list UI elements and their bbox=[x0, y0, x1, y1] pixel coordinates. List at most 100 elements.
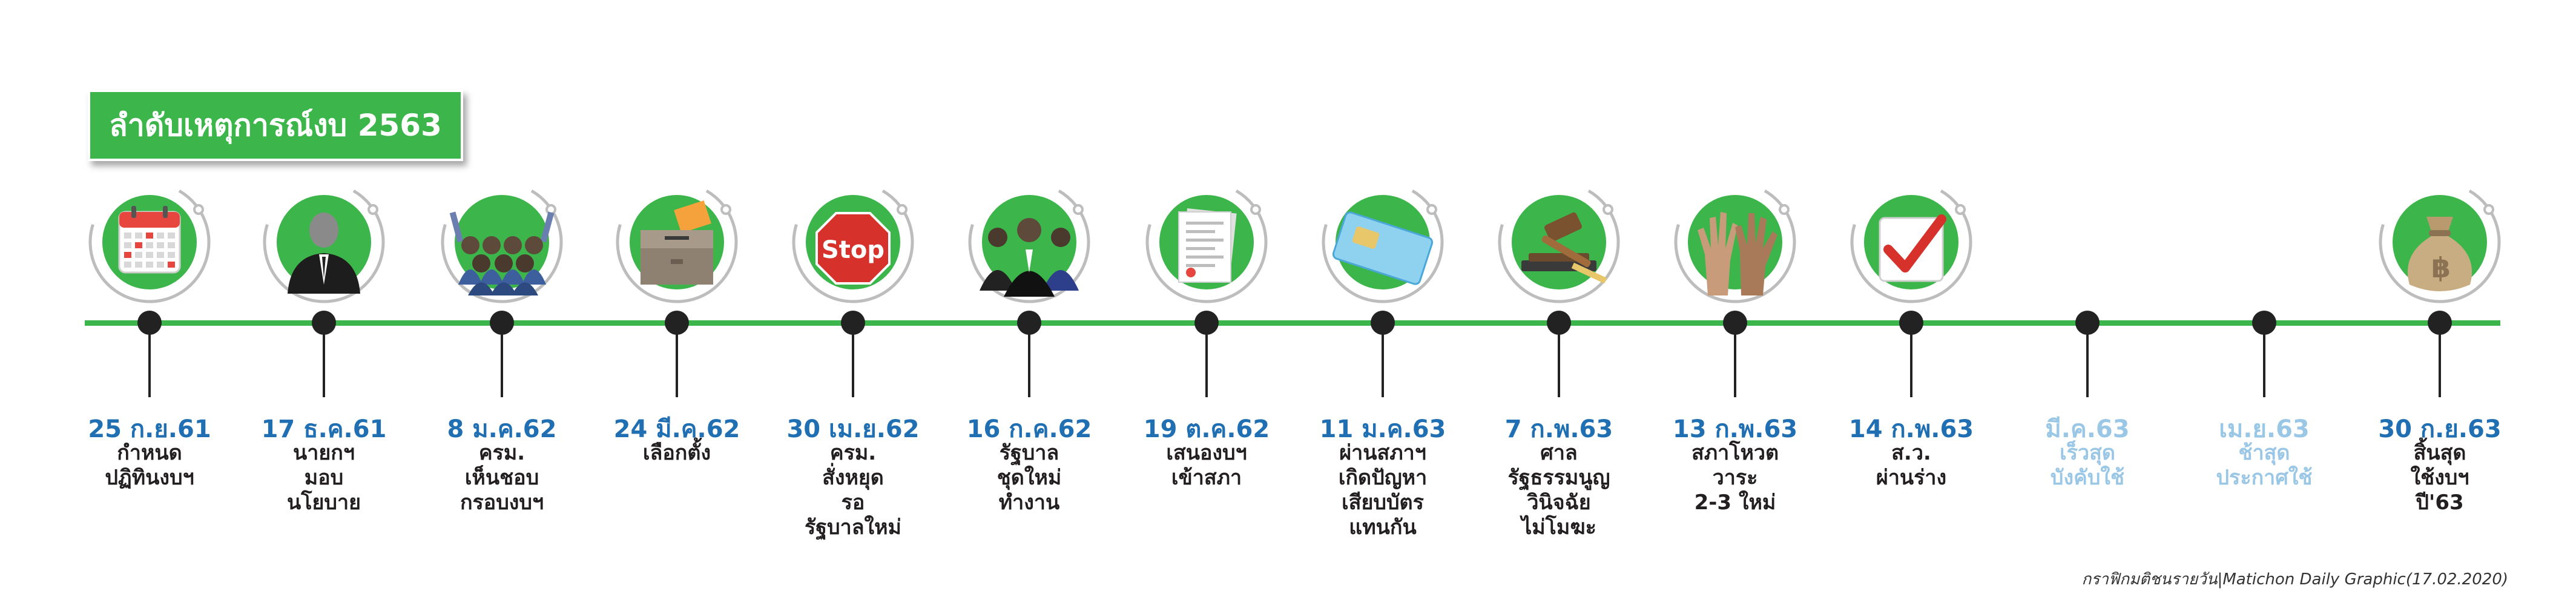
event-description: เลือกตั้ง bbox=[586, 441, 768, 466]
timeline-dot bbox=[1194, 311, 1219, 335]
event-icon-badge bbox=[1492, 176, 1626, 309]
event-description-line: แทนกัน bbox=[1349, 515, 1417, 540]
event-description-line: 2-3 ใหม่ bbox=[1694, 490, 1776, 515]
timeline-stem bbox=[2263, 334, 2265, 397]
event-date: 30 ก.ย.63 bbox=[2378, 415, 2502, 443]
event-ring bbox=[2379, 181, 2501, 303]
event-description-line: บังคับใช้ bbox=[2050, 466, 2125, 490]
event-description: ครม.สั่งหยุดรอรัฐบาลใหม่ bbox=[762, 441, 944, 540]
document-icon bbox=[1178, 208, 1237, 283]
stop-sign-text: Stop bbox=[822, 236, 884, 264]
timeline-stem bbox=[852, 334, 854, 397]
event-description-line: ครม. bbox=[829, 441, 877, 465]
event-date: 19 ต.ค.62 bbox=[1143, 415, 1270, 443]
event-date: 30 เม.ย.62 bbox=[786, 415, 920, 443]
event-description: เสนองบฯเข้าสภา bbox=[1116, 441, 1297, 490]
event-description-line: เร็วสุด bbox=[2060, 441, 2115, 465]
event-icon-badge bbox=[1316, 176, 1449, 309]
event-description: ผ่านสภาฯเกิดปัญหาเสียบบัตรแทนกัน bbox=[1292, 441, 1474, 540]
timeline-dot bbox=[137, 311, 162, 335]
event-ring bbox=[616, 181, 738, 303]
timeline-dot bbox=[2075, 311, 2100, 335]
event-description-line: วินิจฉัย bbox=[1527, 490, 1591, 515]
timeline-stem bbox=[2439, 334, 2441, 397]
timeline-stem bbox=[1382, 334, 1384, 397]
event-description-line: กำหนด bbox=[117, 441, 182, 465]
timeline-stem bbox=[148, 334, 151, 397]
event-ring bbox=[88, 181, 211, 303]
event-description-line: มอบ bbox=[304, 466, 344, 490]
timeline-dot bbox=[1017, 311, 1041, 335]
event-date: 8 ม.ค.62 bbox=[447, 415, 557, 443]
calendar-icon bbox=[118, 206, 181, 274]
event-ring bbox=[1674, 181, 1796, 303]
event-description-line: ผ่านสภาฯ bbox=[1339, 441, 1426, 465]
prime-minister-icon bbox=[288, 213, 360, 294]
event-date: 11 ม.ค.63 bbox=[1319, 415, 1446, 443]
gavel-icon bbox=[1521, 212, 1607, 284]
event-description-line: รัฐธรรมนูญ bbox=[1507, 466, 1610, 490]
event-description-line: ปี'63 bbox=[2416, 490, 2464, 515]
event-ring bbox=[1322, 181, 1444, 303]
event-date: เม.ย.63 bbox=[2219, 415, 2310, 443]
event-description-line: เห็นชอบ bbox=[464, 466, 539, 490]
timeline-dot bbox=[312, 311, 336, 335]
event-date: 16 ก.ค.62 bbox=[966, 415, 1092, 443]
event-icon-badge bbox=[963, 176, 1096, 309]
stop-sign-icon: Stop bbox=[815, 212, 891, 285]
event-description-line: กรอบงบฯ bbox=[460, 490, 544, 515]
timeline-dot bbox=[841, 311, 865, 335]
baht-symbol: ฿ bbox=[2431, 251, 2451, 284]
event-description-line: ผ่านร่าง bbox=[1876, 466, 1947, 490]
timeline-line bbox=[85, 320, 2500, 326]
raised-hands-icon bbox=[1698, 212, 1777, 295]
event-description: ครม.เห็นชอบกรอบงบฯ bbox=[411, 441, 593, 515]
event-icon-badge bbox=[610, 176, 743, 309]
event-description-line: เสียบบัตร bbox=[1342, 490, 1424, 515]
event-description-line: ศาล bbox=[1540, 441, 1578, 465]
event-description: เร็วสุดบังคับใช้ bbox=[1997, 441, 2178, 490]
event-icon-badge bbox=[83, 176, 216, 309]
event-description-line: ครม. bbox=[478, 441, 525, 465]
event-icon-badge: ฿ bbox=[2373, 176, 2506, 309]
event-ring bbox=[1145, 181, 1268, 303]
event-icon-badge bbox=[435, 176, 568, 309]
timeline-dot bbox=[2428, 311, 2452, 335]
timeline-stem bbox=[2086, 334, 2089, 397]
event-ring bbox=[1498, 181, 1620, 303]
checkmark-icon bbox=[1879, 214, 1946, 282]
ballot-box-icon bbox=[641, 200, 713, 285]
event-icon-badge bbox=[1668, 176, 1802, 309]
event-icon-badge bbox=[1845, 176, 1978, 309]
event-description: รัฐบาลชุดใหม่ทำงาน bbox=[938, 441, 1120, 515]
event-description-line: ชุดใหม่ bbox=[996, 466, 1062, 490]
event-description: ศาลรัฐธรรมนูญวินิจฉัยไม่โมฆะ bbox=[1468, 441, 1650, 540]
event-description: ช้าสุดประกาศใช้ bbox=[2173, 441, 2355, 490]
event-description-line: สั่งหยุด bbox=[822, 466, 884, 490]
timeline-stem bbox=[1558, 334, 1560, 397]
event-description: ส.ว.ผ่านร่าง bbox=[1820, 441, 2002, 490]
event-description-line: ไม่โมฆะ bbox=[1521, 515, 1596, 540]
timeline-dot bbox=[2252, 311, 2276, 335]
event-description: กำหนดปฏิทินงบฯ bbox=[59, 441, 240, 490]
event-ring bbox=[792, 181, 914, 303]
event-description-line: ปฏิทินงบฯ bbox=[105, 466, 194, 490]
event-date: 13 ก.พ.63 bbox=[1672, 415, 1798, 443]
timeline-stem bbox=[1028, 334, 1030, 397]
event-description-line: เสนองบฯ bbox=[1166, 441, 1247, 465]
event-description-line: สภาโหวต bbox=[1691, 441, 1779, 465]
voting-card-icon bbox=[1332, 211, 1434, 285]
event-description-line: ช้าสุด bbox=[2238, 441, 2290, 465]
event-description-line: ทำงาน bbox=[998, 490, 1060, 515]
event-icon-badge bbox=[1140, 176, 1273, 309]
event-description-line: เลือกตั้ง bbox=[642, 441, 711, 465]
timeline-stem bbox=[1910, 334, 1912, 397]
event-description-line: สิ้นสุด bbox=[2413, 441, 2466, 465]
event-date: 17 ธ.ค.61 bbox=[261, 415, 387, 443]
event-description-line: เกิดปัญหา bbox=[1338, 466, 1428, 490]
timeline-dot bbox=[1899, 311, 1923, 335]
new-government-icon bbox=[980, 218, 1079, 297]
timeline-dot bbox=[490, 311, 514, 335]
timeline-stem bbox=[676, 334, 678, 397]
